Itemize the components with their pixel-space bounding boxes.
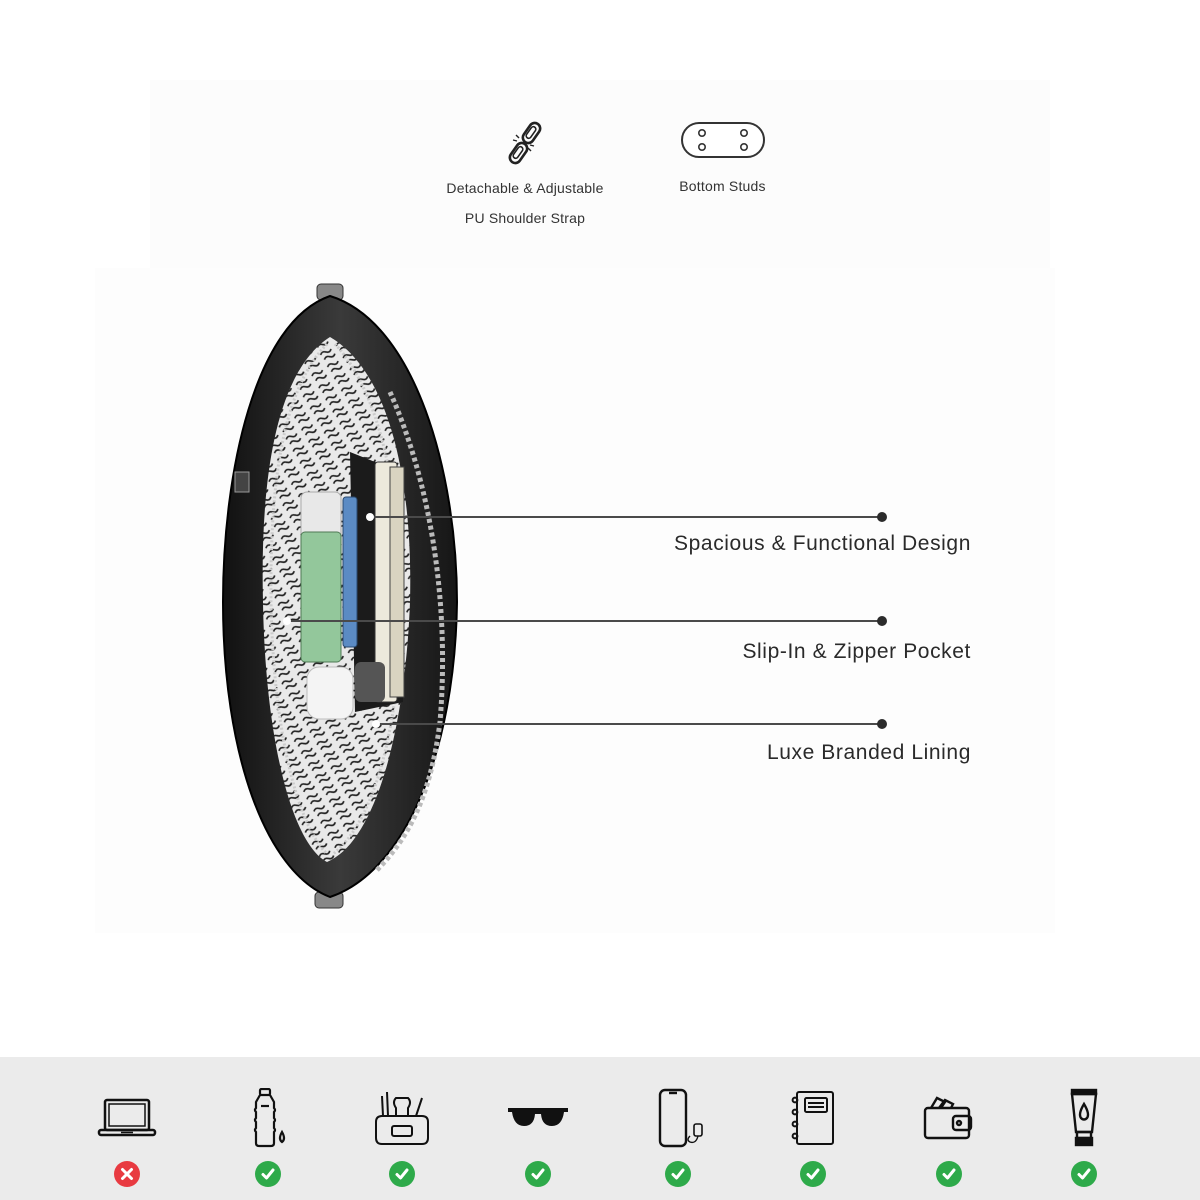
callout-end-dot [877,512,887,522]
callout-label: Spacious & Functional Design [674,532,971,555]
feature-label: Bottom Studs [679,178,766,194]
fits-item-sunglasses [498,1088,578,1187]
callout-end-dot [877,616,887,626]
laptop-icon [97,1098,157,1137]
callout-line [287,620,882,622]
check-icon [665,1161,691,1187]
fits-item-laptop [87,1088,167,1187]
notebook-icon [791,1091,834,1145]
features-panel [150,80,1050,270]
check-icon [255,1161,281,1187]
fits-item-phone-charger [638,1088,718,1187]
check-icon [389,1161,415,1187]
cross-icon [114,1161,140,1187]
callout-label: Luxe Branded Lining [766,741,971,764]
callout-label: Slip-In & Zipper Pocket [742,640,971,663]
sunglasses-icon [508,1108,568,1126]
fits-item-water-bottle [228,1088,308,1187]
feature-bottom-studs: Bottom Studs [650,120,795,194]
callout-line [376,723,882,725]
product-bag-image [221,283,459,909]
wallet-icon [923,1096,973,1140]
feature-label: PU Shoulder Strap [464,210,586,226]
makeup-pouch-icon [375,1091,429,1145]
fits-item-lotion-tube [1044,1088,1124,1187]
check-icon [936,1161,962,1187]
check-icon [525,1161,551,1187]
lotion-tube-icon [1070,1088,1098,1147]
water-bottle-icon [253,1088,286,1148]
fits-item-notebook [773,1088,853,1187]
what-fits-band [0,1057,1200,1200]
bottom-studs-icon [680,122,765,158]
check-icon [800,1161,826,1187]
fits-item-wallet [909,1088,989,1187]
fits-item-makeup-pouch [362,1088,442,1187]
broken-chain-icon [508,121,542,165]
phone-charger-icon [658,1088,703,1148]
callout-line [370,516,882,518]
feature-label: Detachable & Adjustable [446,180,604,196]
feature-shoulder-strap: Detachable & Adjustable PU Shoulder Stra… [400,120,650,226]
callout-start-dot [283,617,291,625]
callout-end-dot [877,719,887,729]
callout-start-dot [366,513,374,521]
check-icon [1071,1161,1097,1187]
callout-start-dot [372,720,380,728]
